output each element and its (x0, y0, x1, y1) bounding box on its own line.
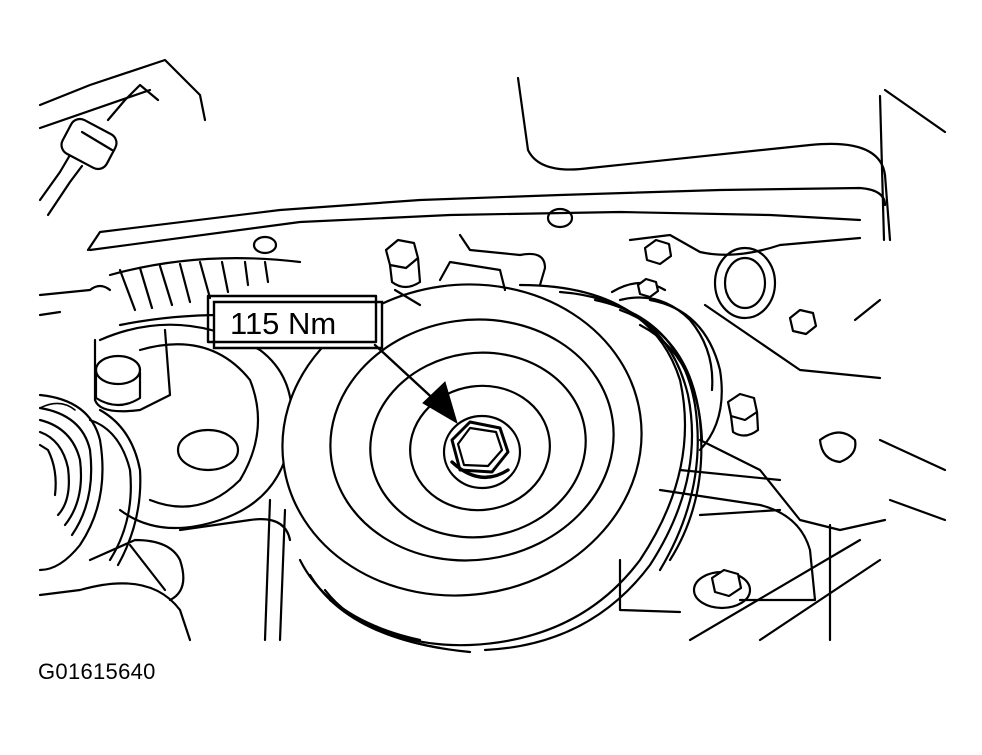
callout-box-frame (206, 294, 378, 344)
callout-box-shadow (212, 300, 384, 350)
upper-brackets (393, 233, 547, 307)
crankshaft-pulley (281, 283, 704, 654)
timing-cover (38, 58, 947, 317)
housing-bolts (384, 238, 818, 598)
bolt-center-right (726, 392, 760, 437)
right-housing (610, 233, 947, 642)
bolt-lower-right (710, 568, 743, 598)
arrow-head-icon (422, 381, 458, 425)
callout-arrow (373, 343, 458, 425)
lower-left-bracket (38, 498, 287, 642)
bolt-upper-right (643, 238, 673, 266)
left-grooved-pulley (38, 393, 142, 572)
bolt-small-mid (636, 277, 660, 299)
torque-value-label: 115 Nm (230, 306, 336, 341)
bolt-mid-right (788, 308, 818, 336)
torque-callout: 115 Nm (206, 294, 384, 350)
figure-id: G01615640 (38, 659, 156, 684)
sensor-cable (38, 83, 160, 217)
bolt-upper-left (384, 238, 422, 289)
